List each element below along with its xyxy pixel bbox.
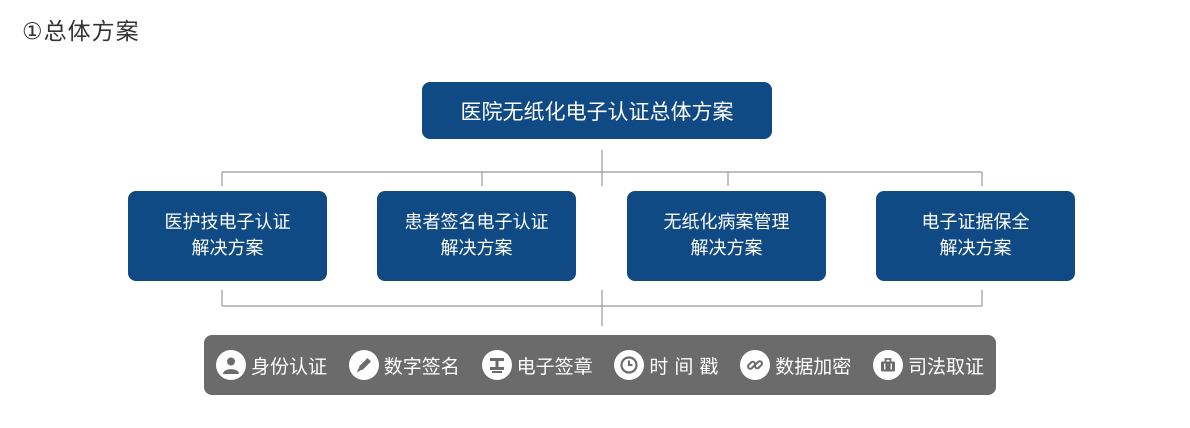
feature-label: 司法取证 bbox=[907, 355, 984, 378]
solution-box-evidence-preservation: 电子证据保全 解决方案 bbox=[876, 191, 1075, 281]
solution-line1: 电子证据保全 bbox=[921, 212, 1030, 233]
solution-line2: 解决方案 bbox=[440, 238, 513, 259]
feature-identity-auth: 身份认证 bbox=[216, 350, 327, 380]
link-icon bbox=[740, 350, 771, 380]
root-solution-box: 医院无纸化电子认证总体方案 bbox=[422, 82, 772, 139]
feature-label: 数字签名 bbox=[383, 355, 460, 378]
solution-box-patient-signature: 患者签名电子认证 解决方案 bbox=[377, 191, 576, 281]
feature-label: 数据加密 bbox=[775, 355, 852, 378]
briefcase-icon bbox=[872, 350, 903, 380]
root-solution-label: 医院无纸化电子认证总体方案 bbox=[460, 99, 734, 124]
feature-electronic-seal: 电子签章 bbox=[481, 350, 593, 380]
solution-box-paperless-records: 无纸化病案管理 解决方案 bbox=[627, 191, 826, 281]
solution-line1: 医护技电子认证 bbox=[164, 212, 291, 233]
solution-box-medical-staff: 医护技电子认证 解决方案 bbox=[128, 191, 327, 281]
solution-line2: 解决方案 bbox=[191, 238, 264, 259]
feature-label: 身份认证 bbox=[251, 355, 328, 378]
solution-line2: 解决方案 bbox=[939, 238, 1012, 259]
stamp-icon bbox=[481, 350, 512, 380]
feature-label: 时 间 戳 bbox=[649, 355, 719, 378]
solution-line1: 患者签名电子认证 bbox=[404, 212, 549, 233]
pen-icon bbox=[348, 350, 379, 380]
feature-digital-signature: 数字签名 bbox=[348, 350, 460, 380]
feature-timestamp: 时 间 戳 bbox=[614, 350, 718, 380]
feature-bar: 身份认证 数字签名 电子签章 时 间 戳 数据加密 司法取证 bbox=[204, 335, 996, 395]
clock-icon bbox=[614, 350, 645, 380]
solution-line2: 解决方案 bbox=[690, 238, 763, 259]
feature-label: 电子签章 bbox=[516, 355, 593, 378]
user-icon bbox=[216, 350, 246, 380]
feature-data-encryption: 数据加密 bbox=[740, 350, 851, 380]
page-title: ①总体方案 bbox=[22, 19, 140, 45]
feature-judicial-forensics: 司法取证 bbox=[872, 350, 984, 380]
solution-line1: 无纸化病案管理 bbox=[663, 212, 790, 233]
